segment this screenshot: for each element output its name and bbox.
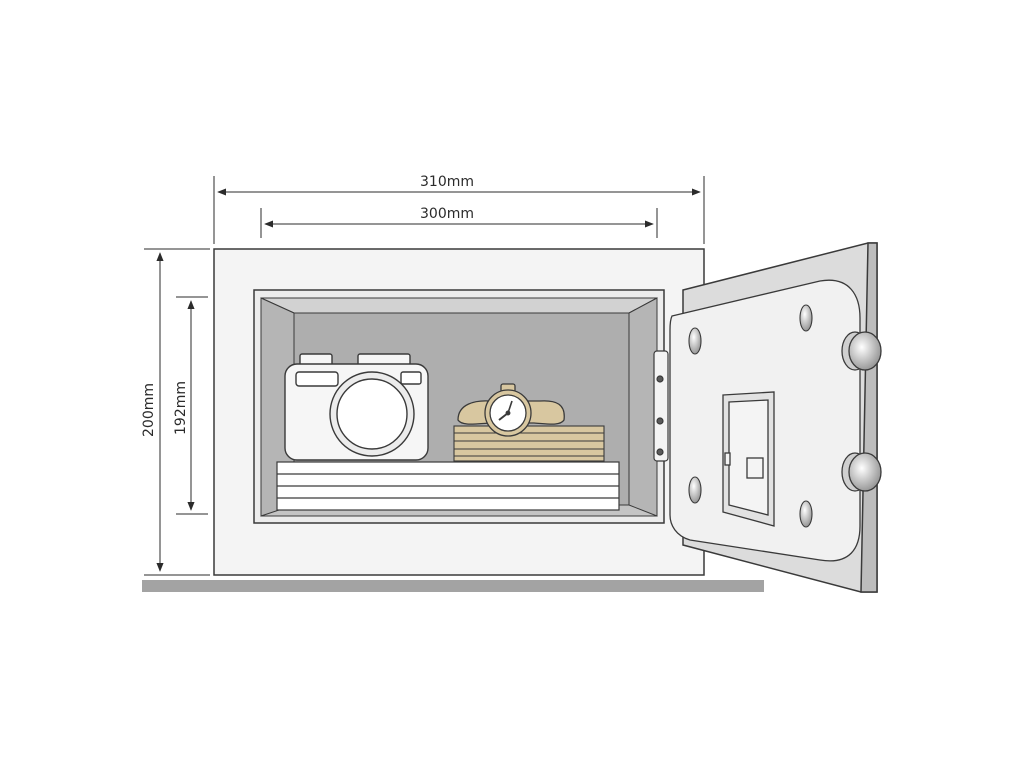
bolt-icon (799, 500, 813, 528)
outer-height-dimension (144, 248, 210, 576)
inner-height-dimension (176, 296, 208, 515)
bolt-icon (688, 476, 702, 504)
inner-height-label: 192mm (173, 381, 189, 435)
keypad-icon (722, 391, 775, 527)
wood-box-icon (453, 425, 605, 462)
watch-icon (457, 383, 565, 437)
door-hinge (653, 350, 669, 462)
door-rivets (688, 304, 813, 528)
outer-width-label: 310mm (420, 174, 474, 190)
bolt-icon (841, 452, 882, 492)
floor-base (142, 580, 764, 592)
inner-width-label: 300mm (420, 206, 474, 222)
bolt-icon (688, 327, 702, 355)
inner-width-dimension (260, 208, 658, 238)
camera-icon (284, 353, 429, 461)
outer-width-dimension (213, 176, 705, 244)
locking-bolts (841, 331, 882, 492)
bolt-icon (841, 331, 882, 371)
bolt-icon (799, 304, 813, 332)
document-stack-icon (276, 461, 620, 511)
outer-height-label: 200mm (141, 383, 157, 437)
